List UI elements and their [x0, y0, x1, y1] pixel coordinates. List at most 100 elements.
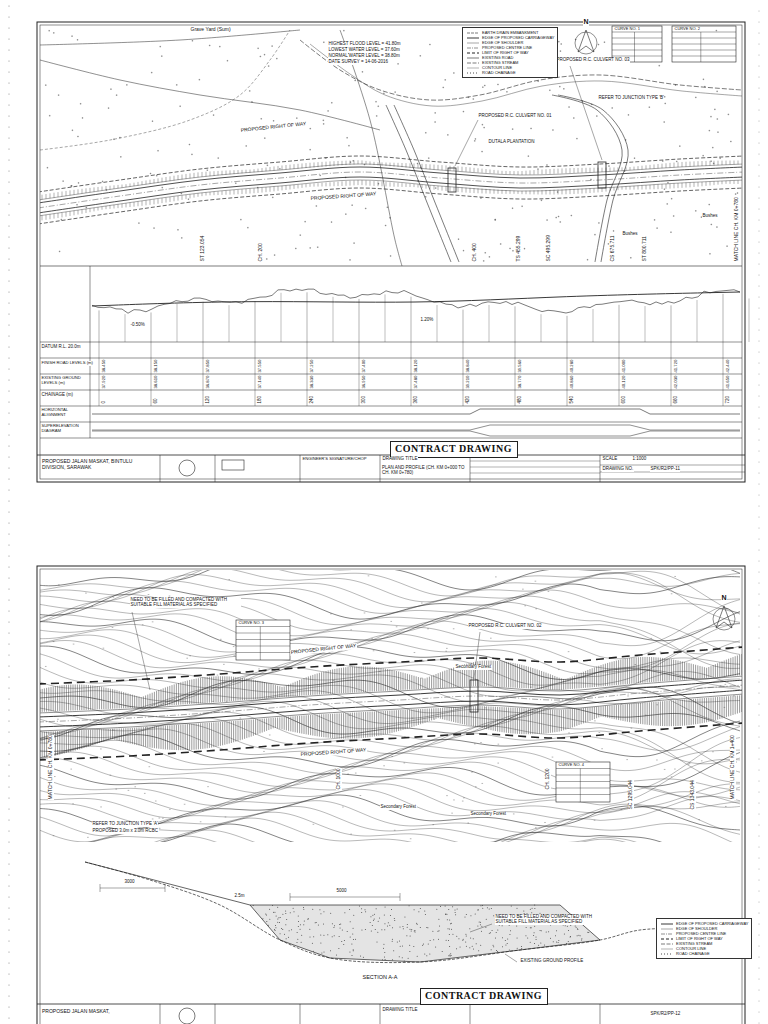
- survey-point: [730, 141, 732, 142]
- chainage-ordinate: [333, 297, 334, 342]
- cut-fill-hatch: [689, 699, 690, 725]
- slope-hatch: [118, 204, 119, 208]
- margin-dot: [759, 649, 760, 650]
- survey-point: [453, 72, 454, 74]
- cut-fill-hatch: [372, 667, 373, 692]
- cut-fill-hatch: [266, 718, 267, 730]
- survey-point: [458, 239, 460, 240]
- survey-point: [613, 230, 614, 232]
- slope-hatch: [730, 161, 731, 165]
- survey-point: [235, 182, 236, 184]
- cut-fill-hatch: [147, 695, 148, 707]
- survey-point: [654, 219, 656, 220]
- table-rule: [634, 32, 635, 62]
- slope-hatch: [466, 188, 467, 193]
- survey-point: [348, 145, 350, 146]
- cut-fill-hatch: [429, 709, 430, 722]
- margin-dot: [759, 286, 760, 287]
- chainage-ordinate: [567, 316, 568, 406]
- slope-hatch: [270, 167, 271, 171]
- survey-point: [223, 664, 225, 665]
- margin-dot: [759, 968, 760, 969]
- survey-point: [240, 219, 242, 220]
- cut-fill-hatch: [561, 678, 562, 689]
- survey-point: [483, 260, 484, 262]
- slope-hatch: [594, 188, 595, 193]
- cut-fill-hatch: [717, 663, 718, 677]
- cut-fill-hatch: [528, 708, 529, 734]
- slope-hatch: [482, 189, 483, 194]
- survey-point: [330, 613, 332, 614]
- survey-point: [512, 207, 513, 209]
- survey-point: [679, 146, 681, 147]
- survey-point: [712, 147, 713, 149]
- cut-fill-hatch: [209, 723, 210, 748]
- survey-point: [531, 128, 532, 130]
- cut-fill-hatch: [605, 664, 606, 686]
- slope-hatch: [226, 191, 227, 195]
- survey-point: [667, 182, 669, 183]
- survey-point: [156, 175, 158, 176]
- cut-fill-hatch: [541, 709, 542, 734]
- contour-line: [40, 801, 740, 836]
- survey-point: [737, 192, 738, 194]
- survey-point: [207, 169, 208, 171]
- cut-fill-hatch: [123, 692, 124, 708]
- survey-point: [352, 160, 354, 161]
- cut-fill-hatch: [524, 708, 525, 734]
- cut-fill-hatch: [370, 667, 371, 692]
- survey-point: [475, 138, 477, 139]
- cut-fill-hatch: [345, 667, 346, 693]
- slope-hatch: [222, 171, 223, 175]
- slope-hatch: [682, 183, 683, 188]
- margin-dot: [8, 918, 9, 919]
- cut-fill-hatch: [572, 709, 573, 727]
- cut-fill-hatch: [315, 674, 316, 695]
- slope-hatch: [58, 192, 59, 197]
- margin-dot: [8, 214, 9, 215]
- cut-fill-hatch: [537, 709, 538, 734]
- cut-fill-hatch: [167, 687, 168, 706]
- slope-hatch: [442, 186, 443, 190]
- cut-fill-hatch: [482, 706, 483, 728]
- cut-fill-hatch: [616, 661, 617, 685]
- margin-dot: [8, 786, 9, 787]
- cut-fill-hatch: [187, 681, 188, 705]
- survey-point: [181, 237, 182, 239]
- contour-line: [40, 752, 740, 807]
- chainage-ordinate: [359, 299, 360, 406]
- cut-fill-hatch: [293, 716, 294, 732]
- cut-fill-hatch: [233, 721, 234, 742]
- margin-dot: [8, 940, 9, 941]
- centre-line: [40, 172, 742, 208]
- survey-point: [446, 648, 448, 649]
- survey-point: [573, 118, 575, 119]
- cut-fill-hatch: [121, 728, 122, 741]
- survey-point: [656, 228, 658, 229]
- survey-point: [489, 256, 490, 258]
- cut-fill-hatch: [453, 668, 454, 688]
- cut-fill-hatch: [526, 708, 527, 734]
- margin-dot: [8, 93, 9, 94]
- cut-fill-hatch: [425, 709, 426, 723]
- cut-fill-hatch: [722, 697, 723, 719]
- survey-point: [279, 168, 280, 170]
- slope-hatch: [454, 187, 455, 192]
- slope-hatch: [358, 160, 359, 164]
- cut-fill-hatch: [407, 674, 408, 690]
- cut-fill-hatch: [81, 685, 82, 711]
- cut-fill-hatch: [581, 673, 582, 688]
- survey-point: [309, 149, 311, 150]
- survey-point: [240, 219, 241, 221]
- cut-fill-hatch: [634, 658, 635, 684]
- survey-point: [345, 213, 346, 215]
- cut-fill-hatch: [266, 683, 267, 699]
- survey-point: [463, 797, 465, 798]
- cut-fill-hatch: [319, 714, 320, 736]
- cut-fill-hatch: [559, 678, 560, 690]
- margin-dot: [759, 55, 760, 56]
- survey-point: [733, 695, 735, 696]
- cut-fill-hatch: [249, 720, 250, 738]
- slope-hatch: [98, 207, 99, 210]
- slope-hatch: [74, 211, 75, 216]
